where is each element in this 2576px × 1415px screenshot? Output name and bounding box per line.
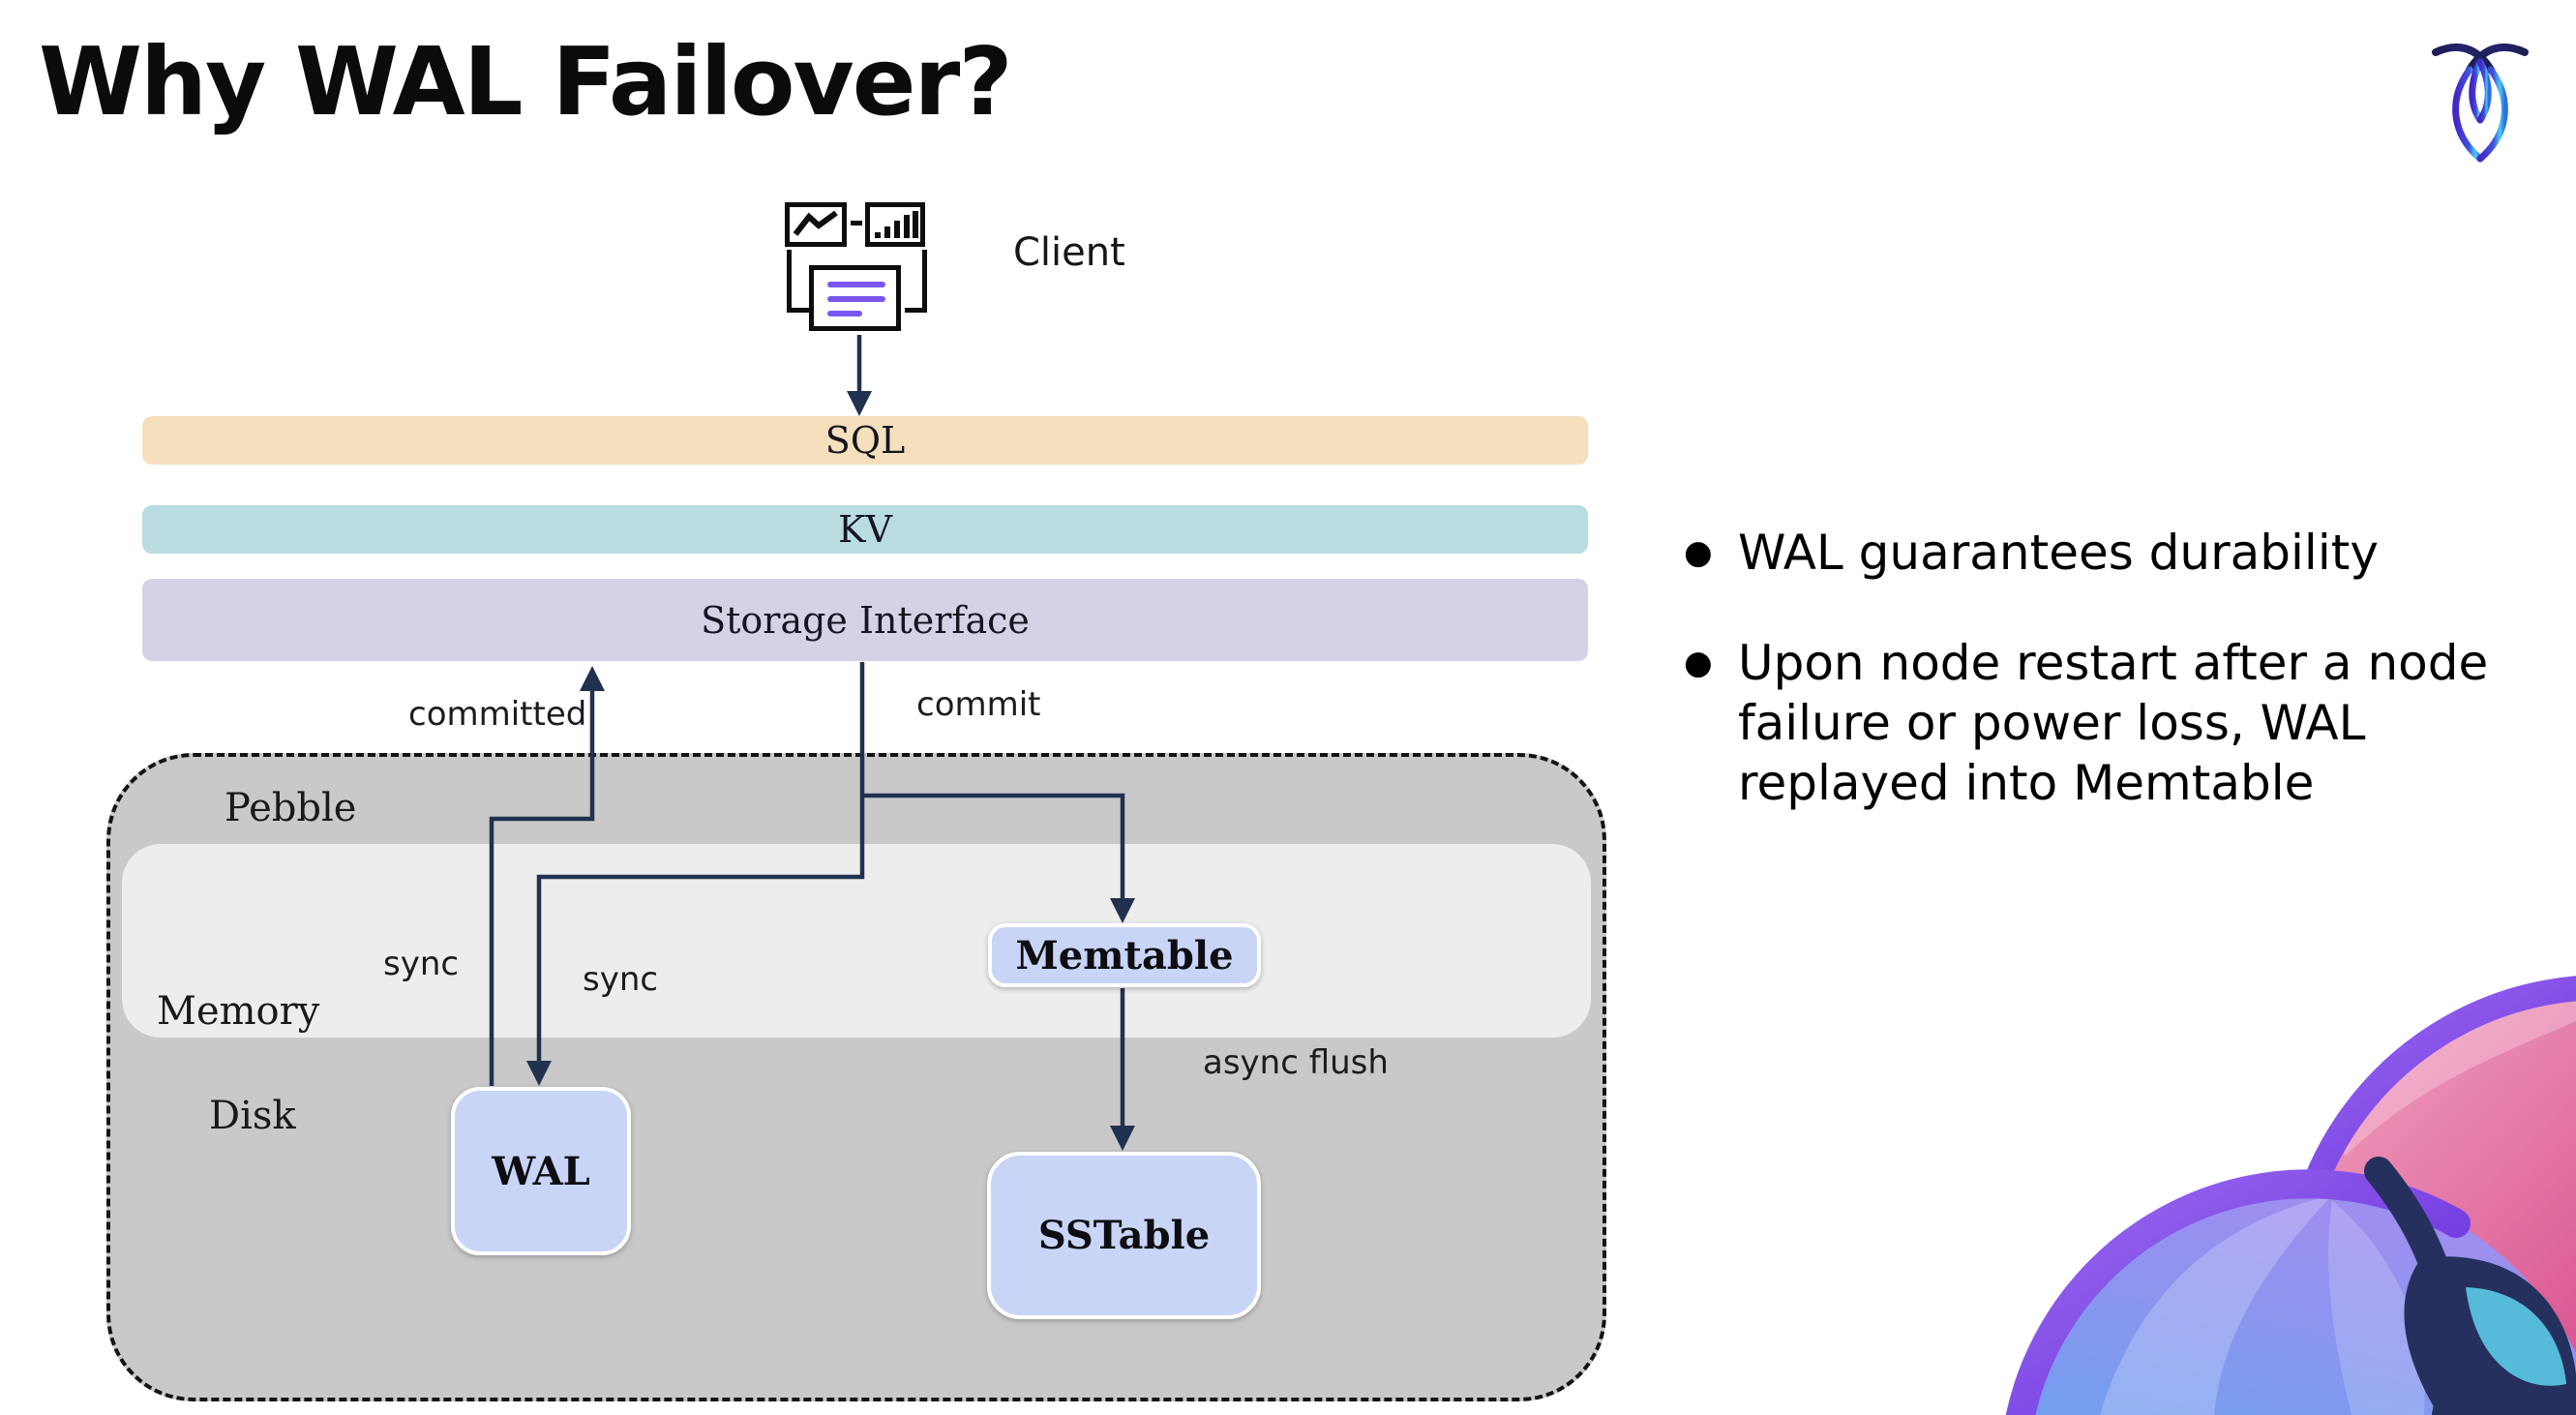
cockroachdb-logo <box>2432 37 2529 163</box>
dash-connector <box>851 221 862 226</box>
node-wal: WAL <box>451 1087 631 1255</box>
edge-label-committed: committed <box>408 695 587 734</box>
doc-line <box>827 311 862 316</box>
arrowhead-sql <box>847 391 872 416</box>
bullet-list: ● WAL guarantees durability ● Upon node … <box>1684 523 2569 863</box>
edge-commit-to-wal <box>536 662 865 1063</box>
layer-storage-interface: Storage Interface <box>142 579 1588 661</box>
document-icon <box>809 265 901 331</box>
edge-committed <box>489 689 595 1086</box>
layer-kv-label: KV <box>838 508 892 551</box>
client-icon <box>779 198 934 339</box>
arrowhead-memtable <box>1110 898 1135 923</box>
page-title: Why WAL Failover? <box>39 27 1013 136</box>
line-chart-icon <box>785 202 847 247</box>
arrowhead-committed <box>580 666 605 691</box>
cockroachdb-logo-glyph <box>2432 43 2529 163</box>
node-wal-label: WAL <box>492 1148 590 1194</box>
edge-label-commit: commit <box>916 685 1041 724</box>
bullet-text: Upon node restart after a node failure o… <box>1738 635 2489 811</box>
edge-commit-to-memtable <box>862 793 1125 900</box>
bracket-left <box>787 250 809 313</box>
layer-storage-interface-label: Storage Interface <box>701 598 1030 642</box>
layer-kv: KV <box>142 505 1588 554</box>
arrowhead-sstable <box>1110 1126 1135 1151</box>
bullet-item: ● WAL guarantees durability <box>1684 523 2569 583</box>
bullet-text: WAL guarantees durability <box>1738 525 2379 581</box>
bullet-dot: ● <box>1684 644 1713 682</box>
edge-label-sync-right: sync <box>583 960 659 999</box>
doc-line <box>827 282 885 287</box>
layer-sql: SQL <box>142 416 1588 465</box>
node-memtable-label: Memtable <box>1015 932 1234 978</box>
disk-label: Disk <box>209 1094 296 1138</box>
bullet-dot: ● <box>1684 533 1713 572</box>
pebble-label: Pebble <box>225 786 357 830</box>
doc-line <box>827 296 885 302</box>
memory-label: Memory <box>157 989 320 1034</box>
flow-connectors <box>489 335 1135 1151</box>
brand-decoration <box>1984 968 2576 1415</box>
edge-label-sync-left: sync <box>383 945 460 983</box>
edge-label-async-flush: async flush <box>1203 1043 1389 1082</box>
arrowhead-wal <box>526 1061 552 1086</box>
layer-sql-label: SQL <box>824 419 906 462</box>
node-sstable: SSTable <box>987 1152 1261 1319</box>
node-sstable-label: SSTable <box>1037 1213 1211 1258</box>
node-memtable: Memtable <box>988 923 1261 987</box>
bracket-right <box>905 250 927 313</box>
bar-chart-icon <box>865 202 925 247</box>
client-label: Client <box>1013 230 1125 275</box>
bullet-item: ● Upon node restart after a node failure… <box>1684 633 2569 813</box>
